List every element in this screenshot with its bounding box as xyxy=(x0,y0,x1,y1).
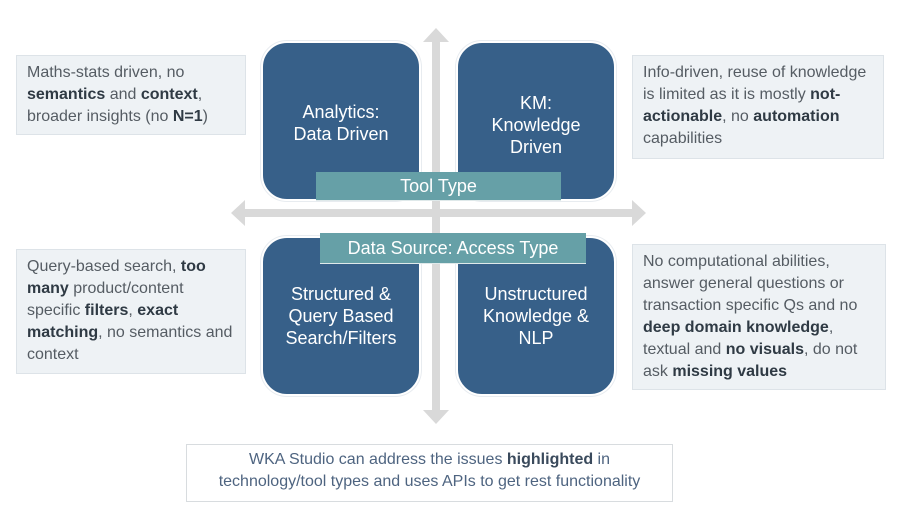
highlight-text: filters xyxy=(84,302,129,319)
body-text: product/content specific xyxy=(27,280,184,319)
highlight-text: no visuals xyxy=(725,341,804,358)
body-text: , textual and xyxy=(643,319,834,358)
note-analytics-text: Maths-stats driven, no semantics and con… xyxy=(27,64,208,125)
summary-box: WKA Studio can address the issues highli… xyxy=(186,444,673,502)
highlight-text: deep domain knowledge xyxy=(643,319,829,336)
highlight-text: missing values xyxy=(672,363,788,380)
highlight-text: highlighted xyxy=(506,451,594,468)
note-analytics: Maths-stats driven, no semantics and con… xyxy=(16,55,246,135)
body-text: Info-driven, reuse of knowledge is limit… xyxy=(643,64,867,103)
body-text: in technology/tool types and uses APIs t… xyxy=(218,451,641,490)
summary-text: WKA Studio can address the issues highli… xyxy=(219,451,641,490)
note-unstructured: No computational abilities, answer gener… xyxy=(632,244,886,390)
highlight-text: N=1 xyxy=(172,108,203,125)
note-structured-text: Query-based search, too many product/con… xyxy=(27,258,232,363)
body-text: , do not ask xyxy=(643,341,858,380)
body-text: , no semantics and context xyxy=(27,324,233,363)
body-text: and xyxy=(105,86,141,103)
body-text: , broader insights (no xyxy=(27,86,203,125)
quadrant-analytics-label: Analytics: Data Driven xyxy=(293,102,389,144)
quadrant-unstructured-label: Unstructured Knowledge & NLP xyxy=(482,284,590,348)
body-text: Maths-stats driven, no xyxy=(27,64,185,81)
note-structured: Query-based search, too many product/con… xyxy=(16,249,246,374)
body-text: WKA Studio can address the issues xyxy=(248,451,507,468)
body-text: Query-based search, xyxy=(27,258,181,275)
highlight-text: exact matching xyxy=(27,302,179,341)
highlight-text: automation xyxy=(753,108,840,125)
highlight-text: context xyxy=(140,86,198,103)
highlight-text: semantics xyxy=(27,86,106,103)
vertical-arrow-icon xyxy=(423,28,449,424)
body-text: ) xyxy=(202,108,208,125)
highlight-text: not-actionable xyxy=(643,86,841,125)
quadrant-structured-label: Structured & Query Based Search/Filters xyxy=(285,284,397,348)
horizontal-arrow-icon xyxy=(231,200,646,226)
body-text: , xyxy=(128,302,138,319)
note-km: Info-driven, reuse of knowledge is limit… xyxy=(632,55,884,159)
body-text: , no xyxy=(722,108,754,125)
highlight-text: too many xyxy=(27,258,206,297)
note-unstructured-text: No computational abilities, answer gener… xyxy=(643,253,857,380)
tool-type-label: Tool Type xyxy=(316,172,561,201)
quadrant-km-label: KM: Knowledge Driven xyxy=(491,93,581,157)
data-source-label: Data Source: Access Type xyxy=(320,233,586,264)
body-text: No computational abilities, answer gener… xyxy=(643,253,858,314)
note-km-text: Info-driven, reuse of knowledge is limit… xyxy=(643,64,866,147)
body-text: capabilities xyxy=(643,130,723,147)
